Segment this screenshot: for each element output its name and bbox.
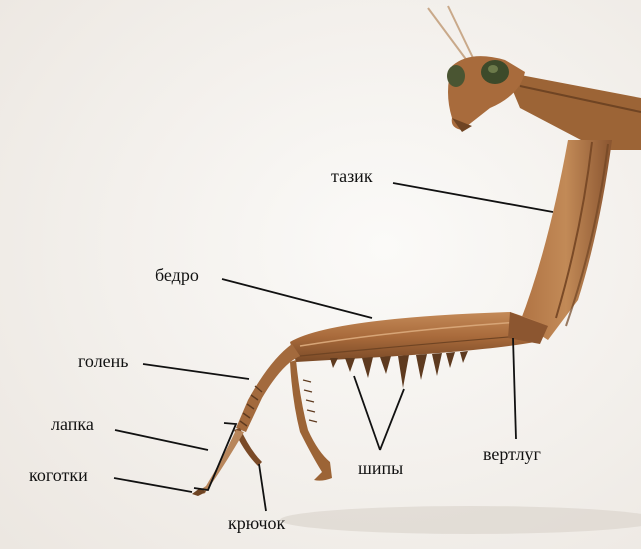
label-claws: коготки	[29, 466, 88, 484]
label-hook: крючок	[228, 514, 285, 532]
compound-eye	[447, 65, 465, 87]
label-tarsus: лапка	[51, 415, 94, 433]
label-femur: бедро	[155, 266, 199, 284]
label-coxa: тазик	[331, 167, 373, 185]
label-trochanter: вертлуг	[483, 445, 541, 463]
label-tibia: голень	[78, 352, 129, 370]
label-spines: шипы	[358, 459, 403, 477]
